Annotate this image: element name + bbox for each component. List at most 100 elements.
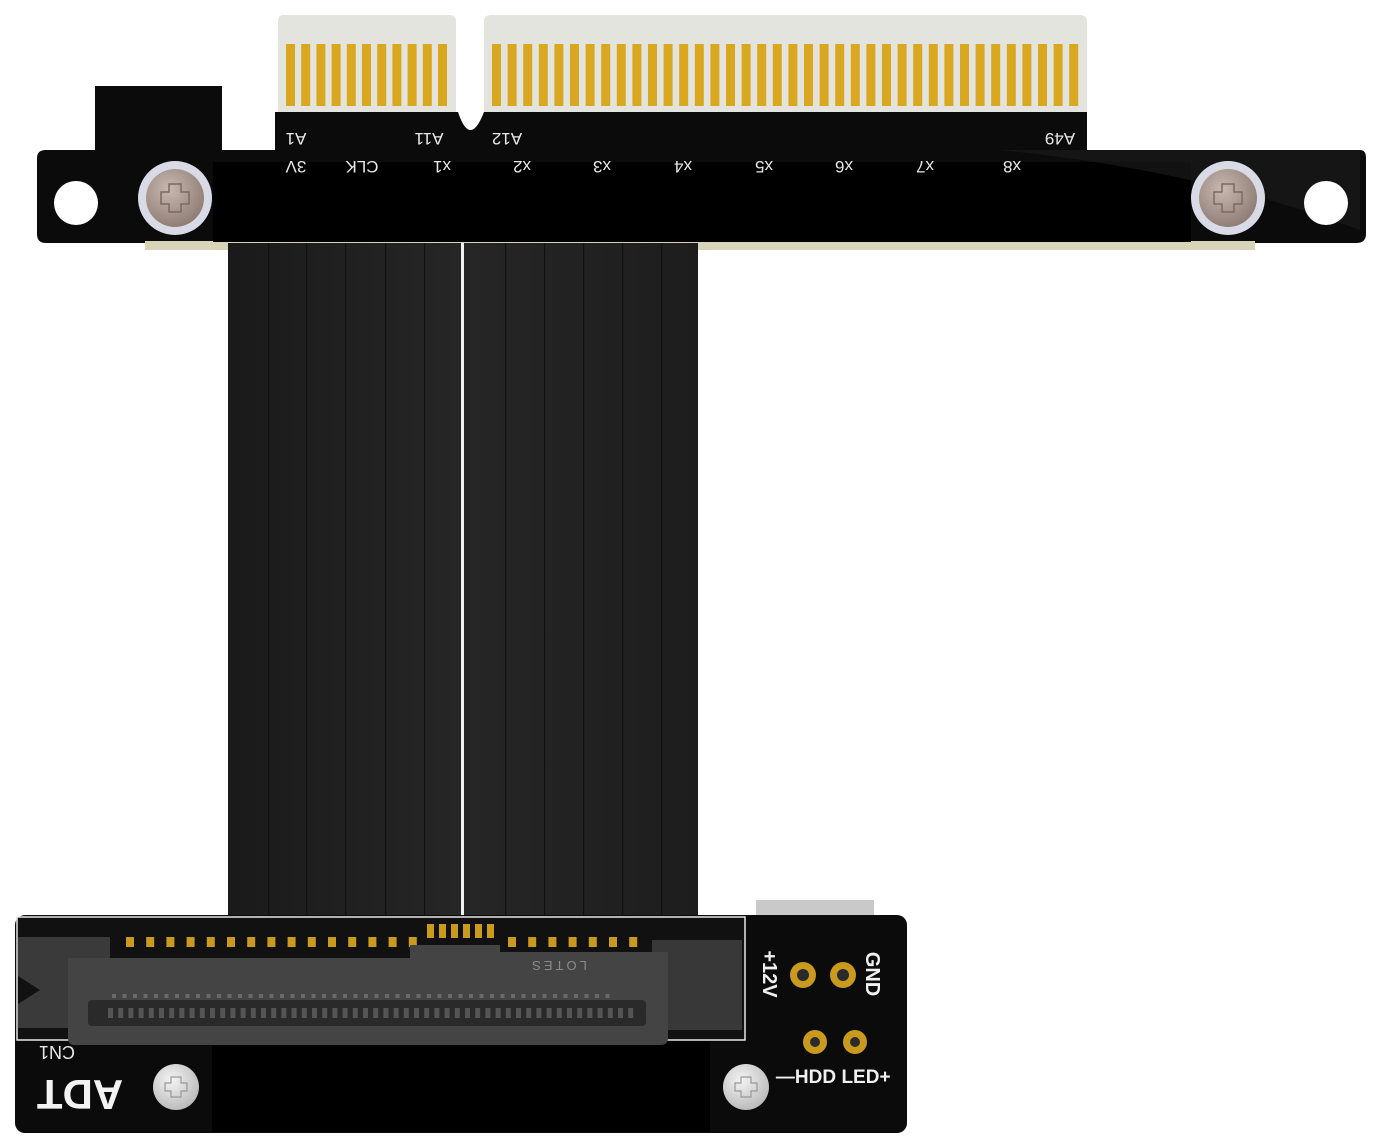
slot-contact-pin (138, 1008, 144, 1018)
ribbon-conductor-lines (268, 243, 663, 920)
gold-finger-pin (1038, 44, 1047, 106)
pin-label-a11: A11 (415, 129, 444, 148)
gold-finger-pin (757, 44, 767, 106)
gold-finger-pin (554, 44, 564, 106)
slot-contact-pin (230, 1008, 236, 1018)
slot-top-contact (532, 994, 536, 998)
slot-solder-pad (439, 924, 446, 938)
slot-contact-pin (628, 1008, 634, 1018)
slot-contact-pin (465, 1008, 470, 1018)
slot-contact-pins (108, 1008, 634, 1018)
slot-top-contact (290, 994, 295, 998)
slot-contact-pin (618, 1008, 623, 1018)
slot-contact-pin (526, 1008, 532, 1018)
slot-contact-pin (363, 1008, 368, 1018)
slot-solder-pad (267, 937, 276, 947)
slot-top-contact (385, 994, 389, 998)
gold-finger-pin (392, 44, 402, 106)
gold-finger-pin (944, 44, 954, 106)
slot-solder-pad (146, 937, 155, 947)
slot-solder-pad (463, 924, 470, 938)
slot-contact-pin (169, 1008, 175, 1018)
slot-top-contacts (112, 994, 610, 998)
slot-top-contact (322, 994, 326, 998)
power-pads (790, 962, 867, 1054)
gold-finger-pin (438, 44, 447, 106)
slot-contact-pin (159, 1008, 164, 1018)
slot-top-contact (185, 994, 190, 998)
ribbon-conductor-line (505, 243, 507, 920)
slot-top-contact (416, 994, 421, 998)
slot-solder-pad (548, 937, 557, 947)
gold-finger-pin (975, 44, 985, 106)
ribbon-split-gap (461, 243, 464, 920)
slot-top-contact (479, 994, 484, 998)
lane-label: x1 (433, 157, 451, 176)
pin-label-a12: A12 (492, 129, 522, 148)
slot-contact-pin (454, 1008, 460, 1018)
screw-bottom-right (723, 1064, 769, 1110)
gold-finger-pin (741, 44, 751, 106)
slot-contact-pin (475, 1008, 481, 1018)
slot-top-contact (490, 994, 494, 998)
gold-finger-pin (897, 44, 907, 106)
slot-top-contact (500, 994, 505, 998)
slot-contact-pin (108, 1008, 113, 1018)
slot-top-contact (217, 994, 221, 998)
slot-top-contact (164, 994, 169, 998)
slot-solder-pad (247, 937, 256, 947)
slot-solder-pad (629, 937, 638, 947)
gold-finger-pin (346, 44, 356, 106)
slot-contact-pin (577, 1008, 583, 1018)
gold-finger-pin (331, 44, 341, 106)
slot-solder-pad (287, 937, 296, 947)
slot-solder-pad (588, 937, 597, 947)
gold-finger-pin (316, 44, 326, 106)
slot-solder-pad (528, 937, 537, 947)
bottom-pcb-lower-block (212, 1040, 710, 1132)
gold-finger-pin (960, 44, 969, 106)
lane-label: CLK (345, 157, 379, 176)
ribbon-conductor-line (622, 243, 624, 920)
gold-finger-pin (679, 44, 689, 106)
slot-top-contact (448, 994, 452, 998)
gold-finger-pin (632, 44, 642, 106)
slot-contact-pin (607, 1008, 613, 1018)
gold-finger-pins-right (492, 44, 1079, 106)
ribbon-cable (228, 243, 698, 920)
slot-top-contact (343, 994, 347, 998)
slot-top-contact (553, 994, 557, 998)
slot-top-contact (427, 994, 431, 998)
gold-finger-pin (726, 44, 735, 106)
ribbon-conductor-line (345, 243, 347, 920)
power-label-hdd: —HDD (776, 1067, 836, 1088)
slot-top-contact (154, 994, 158, 998)
slot-top-contact (175, 994, 179, 998)
gold-finger-pin (819, 44, 829, 106)
gold-finger-pin (492, 44, 501, 106)
gold-finger-pin (407, 44, 417, 106)
slot-solder-pad (227, 937, 235, 947)
slot-contact-pin (403, 1008, 409, 1018)
slot-solder-pad (307, 937, 316, 947)
slot-top-contact (227, 994, 232, 998)
slot-top-contact (395, 994, 400, 998)
mount-hole-right (1304, 181, 1348, 225)
lane-label: 3V (285, 157, 306, 176)
top-pcb-sheen (1000, 150, 1360, 230)
gold-finger-pin (913, 44, 923, 106)
gold-finger-pin (866, 44, 876, 106)
ribbon-conductor-line (306, 243, 308, 920)
slot-contact-pin (424, 1008, 430, 1018)
slot-contact-pin (342, 1008, 348, 1018)
slot-solder-pad (487, 924, 494, 938)
slot-solder-pad (166, 937, 175, 947)
lane-label: x2 (513, 157, 531, 176)
slot-solder-pad (408, 937, 417, 947)
gold-finger-pin (301, 44, 311, 106)
slot-contact-pin (414, 1008, 419, 1018)
slot-contact-pin (495, 1008, 501, 1018)
slot-top-contact (574, 994, 578, 998)
slot-contact-pin (536, 1008, 542, 1018)
